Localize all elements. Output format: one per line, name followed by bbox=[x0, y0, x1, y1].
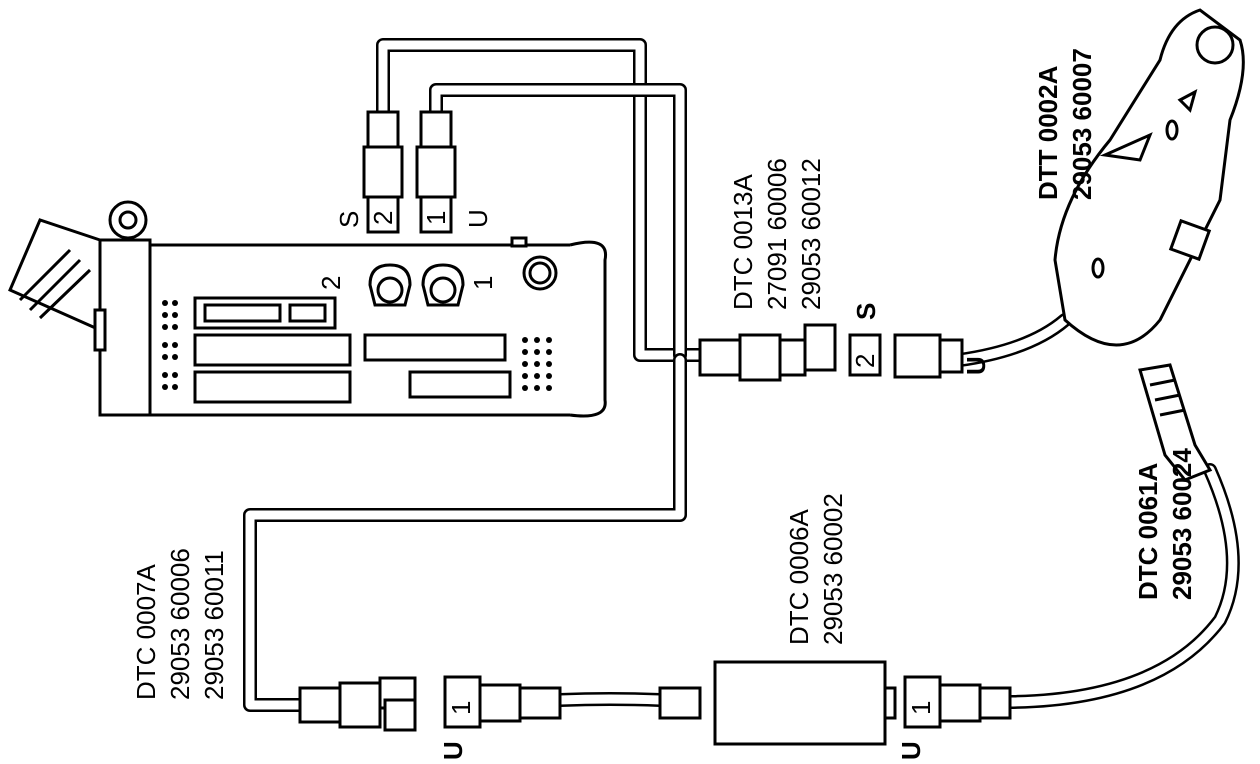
cable-u-loop bbox=[429, 83, 687, 362]
input-number-2: 2 bbox=[316, 276, 346, 290]
vent-grille-right bbox=[522, 337, 552, 391]
input-socket-2 bbox=[368, 263, 412, 307]
dtt0002a-line-1: DTT 0002A bbox=[1033, 65, 1063, 200]
dtc0013a-line-3: 29053 60012 bbox=[796, 158, 826, 310]
dtc0006a-line-1: DTC 0006A bbox=[784, 509, 814, 645]
plug-number-1-left: 1 bbox=[446, 701, 476, 715]
dtc0013a-line-1: DTC 0013A bbox=[728, 174, 758, 310]
vent-grille-left bbox=[162, 300, 178, 390]
cable-down-left bbox=[243, 353, 687, 712]
module-dtc0006a bbox=[658, 660, 897, 746]
dtc0007a-line-2: 29053 60006 bbox=[165, 548, 195, 700]
dtc0006a-line-2: 29053 60002 bbox=[818, 493, 848, 645]
plug-u-bottom-left: 1 bbox=[443, 675, 562, 729]
dtc0061a-line-2: 29053 60024 bbox=[1167, 448, 1197, 600]
plug-s-top: 2 bbox=[362, 110, 404, 234]
plug-number-2: 2 bbox=[368, 211, 398, 225]
dtc0061a-line-1: DTC 0061A bbox=[1133, 463, 1163, 600]
plug-s-right: 2 bbox=[848, 333, 964, 379]
label-dtc0007a: DTC 0007A 29053 60006 29053 60011 bbox=[131, 548, 229, 700]
connector-dtc0061a bbox=[1138, 363, 1213, 482]
connector-dtc0007a bbox=[298, 676, 417, 732]
cable-bottom-mid bbox=[553, 692, 667, 707]
label-s-right: S bbox=[851, 303, 881, 320]
label-u-bottom-left: U bbox=[438, 741, 468, 760]
plug-number-1: 1 bbox=[421, 211, 451, 225]
input-socket-1 bbox=[421, 263, 465, 307]
current-clamp-dtt0002a bbox=[1053, 8, 1245, 347]
plug-u-top: 1 bbox=[415, 110, 457, 234]
plug-u-bottom-mid: 1 bbox=[903, 675, 1012, 729]
label-s-top: S bbox=[334, 211, 364, 228]
dtc0007a-line-3: 29053 60011 bbox=[199, 550, 229, 700]
dtc0007a-line-1: DTC 0007A bbox=[131, 564, 161, 700]
cable-top-loop bbox=[376, 38, 707, 362]
label-dtc0006a: DTC 0006A 29053 60002 bbox=[784, 493, 848, 645]
dtc0013a-line-2: 27091 60006 bbox=[762, 158, 792, 310]
label-dtc0013a: DTC 0013A 27091 60006 29053 60012 bbox=[728, 158, 826, 310]
cable-dtc0061a bbox=[1003, 463, 1240, 709]
label-dtt0002a: DTT 0002A 29053 60007 bbox=[1033, 48, 1097, 200]
cable-sensor bbox=[953, 313, 1072, 367]
dtt0002a-line-2: 29053 60007 bbox=[1067, 48, 1097, 200]
main-instrument: 2 1 bbox=[8, 200, 608, 418]
label-dtc0061a: DTC 0061A 29053 60024 bbox=[1133, 448, 1197, 600]
label-u-bottom-mid: U bbox=[896, 741, 926, 760]
plug-number-1-mid: 1 bbox=[906, 701, 936, 715]
connector-dtc0013a bbox=[698, 323, 837, 382]
label-u-right: U bbox=[961, 356, 991, 375]
input-number-1: 1 bbox=[468, 276, 498, 290]
plug-number-2-right: 2 bbox=[850, 354, 880, 368]
label-u-top: U bbox=[463, 209, 493, 228]
